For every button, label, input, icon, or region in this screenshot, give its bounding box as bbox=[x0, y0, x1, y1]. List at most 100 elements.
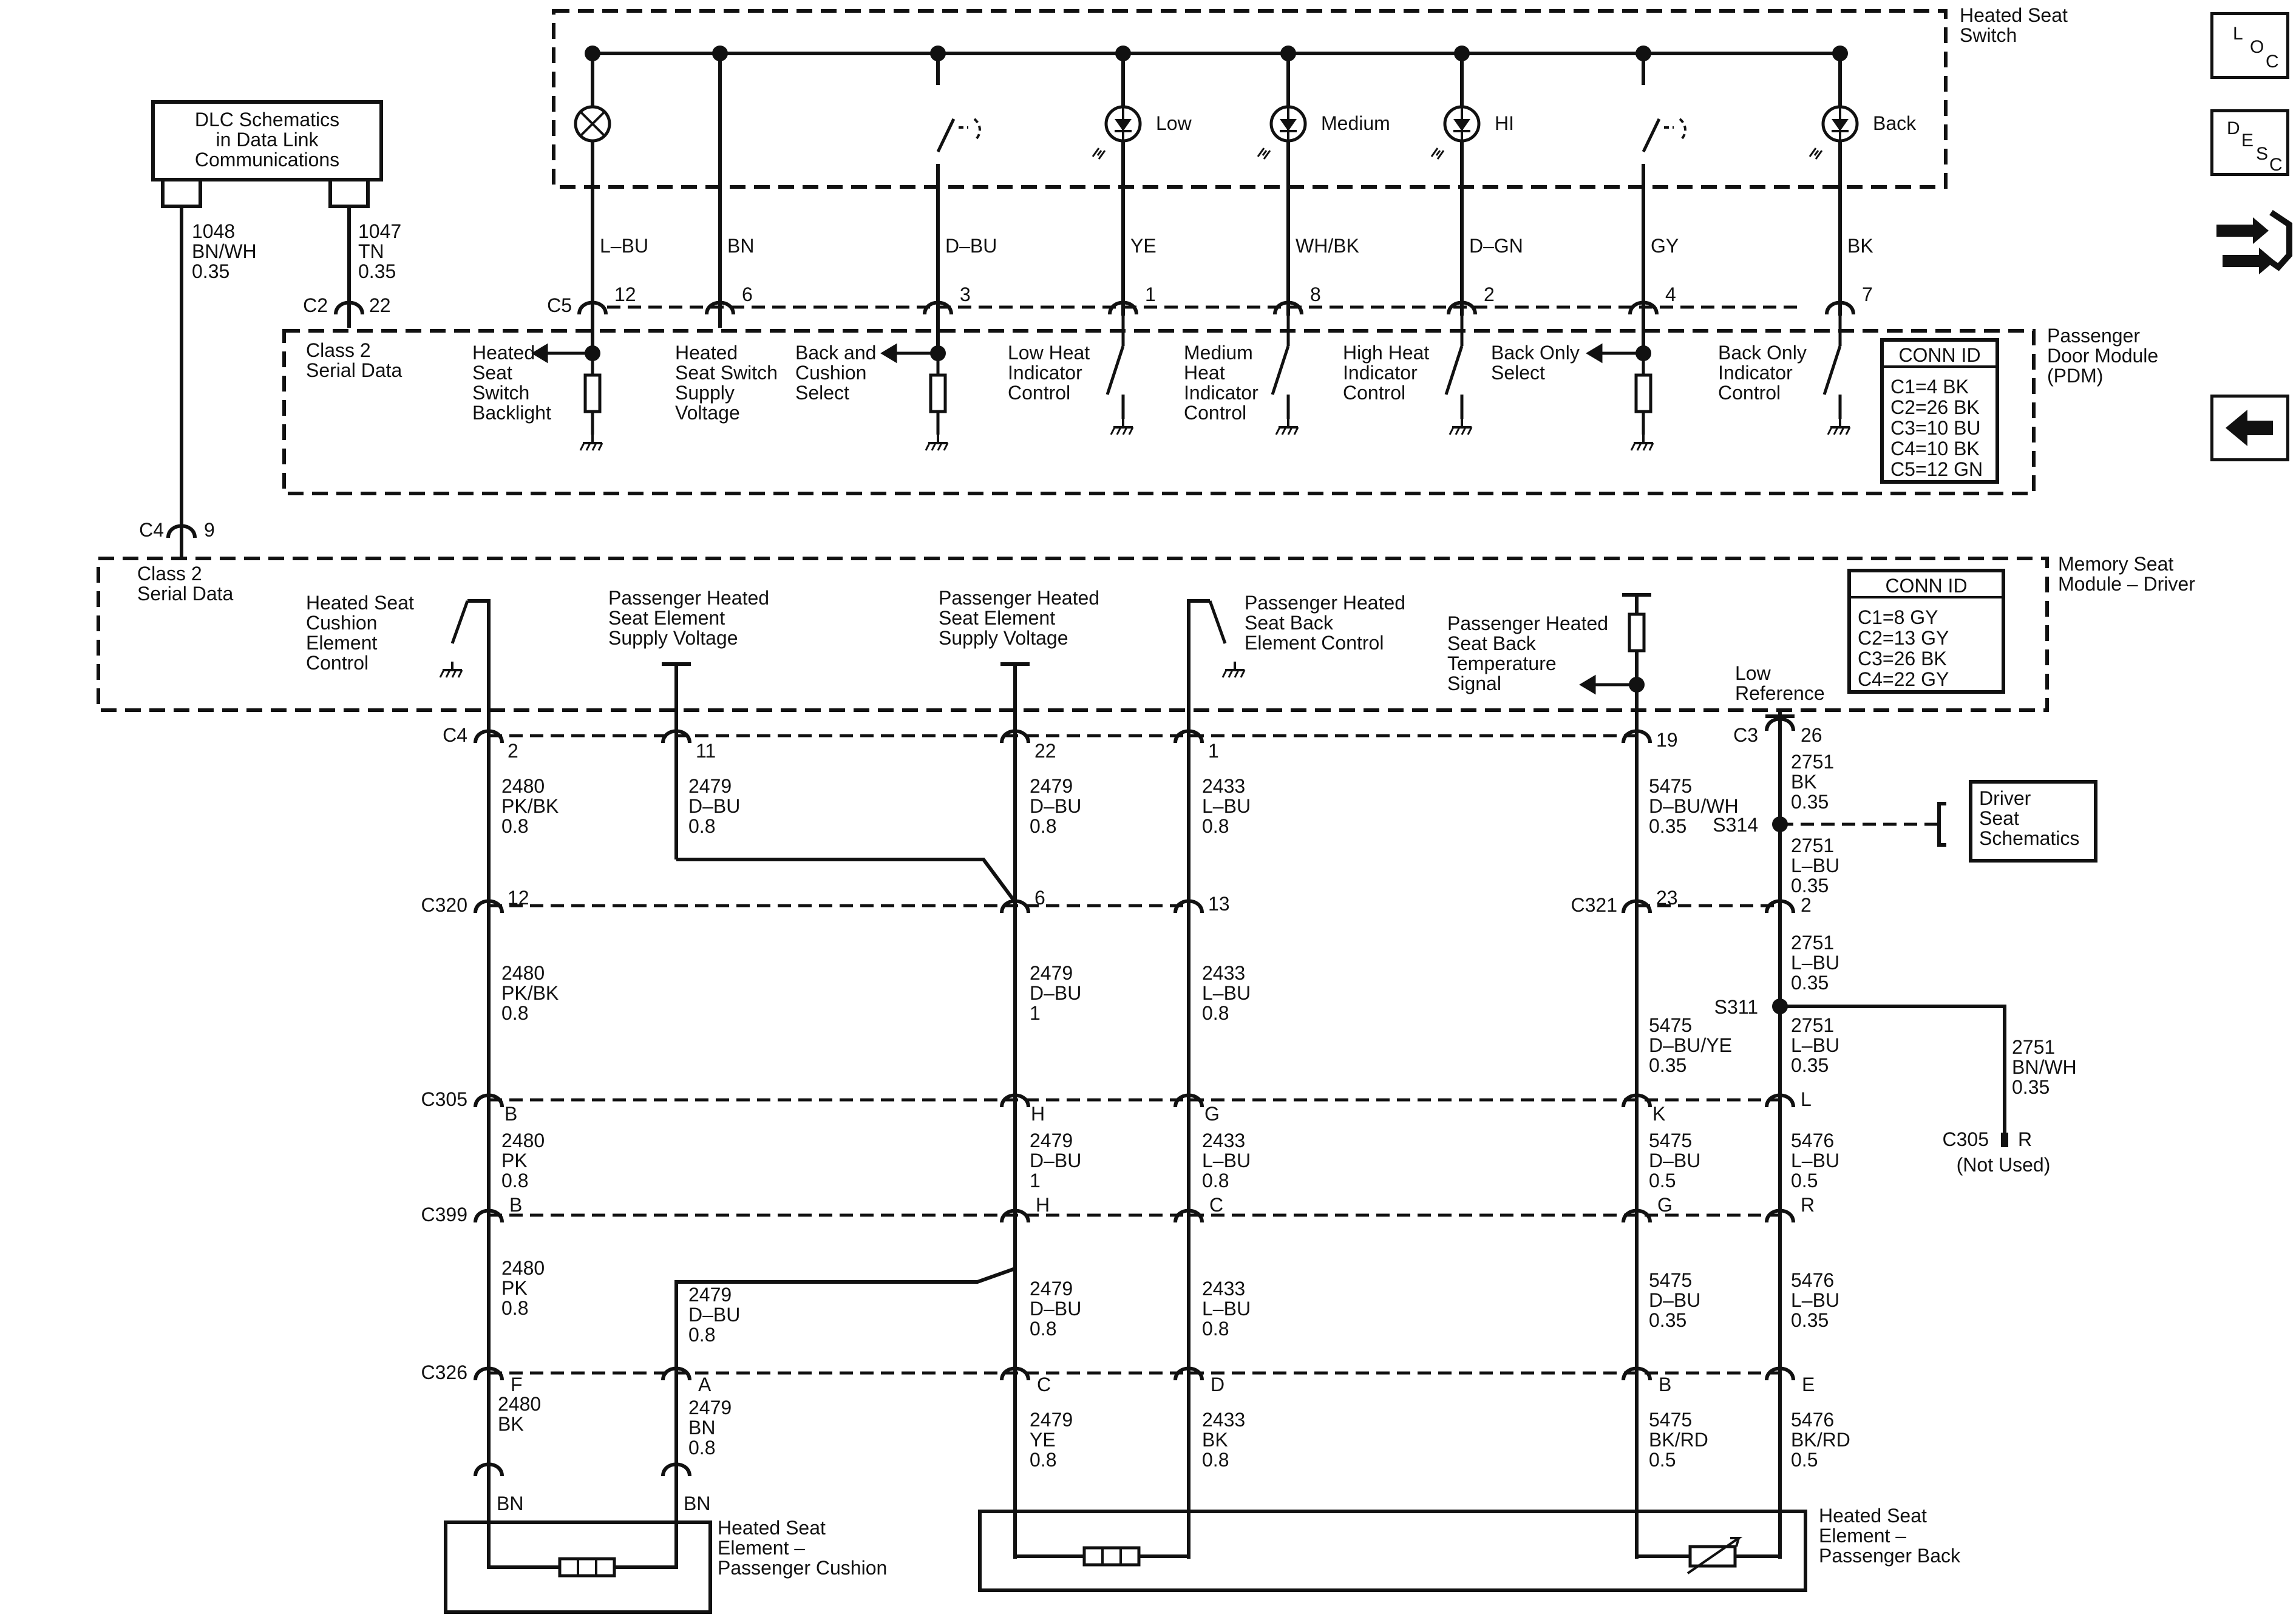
led-label-3: Back bbox=[1873, 112, 1917, 134]
s314-label: S314 bbox=[1713, 814, 1758, 836]
pdm-arrow bbox=[531, 343, 593, 364]
pdm-wire-pin-5: 2 bbox=[1484, 283, 1495, 305]
pdm-wire-pin-0: 12 bbox=[614, 283, 636, 305]
c4-class2-connector bbox=[168, 524, 195, 539]
desc-button[interactable]: D E S C bbox=[2210, 109, 2289, 176]
pdm-wire-color-0: L–BU bbox=[600, 235, 648, 257]
pin-label: K bbox=[1652, 1103, 1665, 1125]
pdm-conn-id-title: CONN ID bbox=[1898, 344, 1980, 366]
msm-internal bbox=[467, 599, 491, 734]
switch-actuator bbox=[959, 118, 981, 142]
pdm-conn-id-item: C5=12 GN bbox=[1890, 458, 1983, 480]
pdm-arrow bbox=[1586, 343, 1643, 364]
cushion-element-pin bbox=[663, 1463, 690, 1477]
led-label-2: HI bbox=[1495, 112, 1514, 134]
pin-label: 19 bbox=[1656, 729, 1678, 751]
switch-actuator bbox=[1664, 118, 1686, 142]
c2-pin-label: 22 bbox=[369, 294, 391, 316]
pin-label: B bbox=[509, 1194, 522, 1216]
pin-label: A bbox=[698, 1374, 712, 1395]
c5-pin-connector bbox=[1827, 301, 1853, 316]
ground-symbol bbox=[925, 433, 949, 452]
pin-label: 26 bbox=[1801, 724, 1822, 746]
pin-label: 22 bbox=[1034, 740, 1056, 762]
pdm-wire-pin-3: 1 bbox=[1145, 283, 1156, 305]
dlc-pin-bracket bbox=[328, 180, 370, 208]
pdm-wire-color-6: GY bbox=[1651, 235, 1679, 257]
back-heater-element bbox=[1082, 1546, 1141, 1567]
wire-label: BN bbox=[497, 1493, 523, 1514]
led-label-1: Medium bbox=[1321, 112, 1390, 134]
pdm-pulldown bbox=[1636, 353, 1651, 435]
ground-symbol bbox=[1827, 418, 1851, 436]
pin-label: C bbox=[1037, 1374, 1051, 1395]
msm-conn-id-title: CONN ID bbox=[1885, 575, 1967, 597]
c3-connector bbox=[1767, 717, 1793, 732]
msm-switch-contact bbox=[1208, 600, 1227, 644]
c2-label: C2 bbox=[303, 294, 328, 316]
driver-seat-box bbox=[1969, 780, 2097, 863]
pdm-wire-pin-4: 8 bbox=[1310, 283, 1321, 305]
pdm-wire-color-3: YE bbox=[1130, 235, 1156, 257]
c2-connector bbox=[336, 301, 362, 316]
wrench-arrows-icon[interactable] bbox=[2210, 200, 2295, 285]
ground-symbol bbox=[1221, 660, 1246, 679]
switch-gap bbox=[934, 85, 942, 164]
indicator-led bbox=[1810, 107, 1857, 159]
dlc-pin-bracket bbox=[161, 180, 202, 208]
pdm-wire-color-1: BN bbox=[727, 235, 754, 257]
dlc-box bbox=[151, 100, 383, 181]
indicator-led bbox=[1432, 107, 1479, 159]
msm-internal bbox=[1187, 599, 1210, 734]
pin-label: 2 bbox=[508, 740, 518, 762]
pin-label: D bbox=[1211, 1374, 1224, 1395]
pdm-wire-pin-7: 7 bbox=[1862, 283, 1873, 305]
pdm-wire-pin-1: 6 bbox=[742, 283, 753, 305]
pin-label: 12 bbox=[508, 887, 529, 909]
c320-label: C320 bbox=[421, 894, 468, 916]
pin-label: 1 bbox=[1208, 740, 1219, 762]
pdm-conn-id-box bbox=[1880, 338, 1999, 484]
msm-conn-id-item: C3=26 BK bbox=[1858, 648, 1947, 670]
left-arrow-icon bbox=[2226, 410, 2273, 446]
c5-pin-connector bbox=[579, 301, 606, 316]
msm-conn-id-item: C4=22 GY bbox=[1858, 668, 1949, 690]
back-element-box bbox=[978, 1510, 1807, 1592]
pin-label: 11 bbox=[696, 740, 716, 762]
pin-label: F bbox=[511, 1374, 523, 1395]
indicator-led bbox=[1258, 107, 1305, 159]
loc-button[interactable]: L O C bbox=[2210, 12, 2289, 79]
memory-seat-module-box bbox=[97, 557, 2049, 712]
heated-seat-switch-box bbox=[552, 9, 1948, 189]
back-button[interactable] bbox=[2210, 395, 2289, 461]
pdm-conn-id-item: C2=26 BK bbox=[1890, 396, 1980, 418]
msm-conn-id-box bbox=[1847, 569, 2005, 694]
msm-switch-contact bbox=[450, 600, 469, 644]
pdm-wire-color-2: D–BU bbox=[945, 235, 997, 257]
